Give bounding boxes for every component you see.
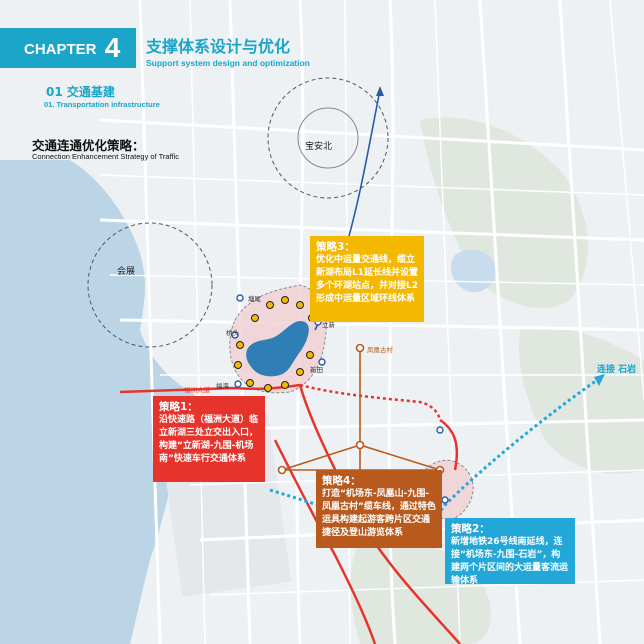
expressway-east [439, 418, 459, 471]
strategy-3-title: 策略3： [316, 241, 355, 253]
metro-stations [231, 294, 449, 504]
page-subtitle: Support system design and optimization [146, 58, 310, 68]
chapter-label: CHAPTER [24, 41, 97, 58]
strategy-heading: 交通连通优化策略： [32, 138, 145, 153]
section-title: 01 交通基建 [46, 85, 115, 99]
strategy-2-title: 策略2： [451, 523, 490, 535]
label-xintian: 新田 [310, 366, 323, 374]
strategy-2-callout: 策略2： 新增地铁26号线南延线，连接“机场东-九围-石岩”，构建两个片区间的大… [445, 518, 575, 586]
expressway-link-dotted [299, 383, 442, 421]
strategy-3-callout: 策略3： 优化中运量交通线，缆立新湖布局L1延长线并设置多个环湖站点，并对接L2… [310, 236, 424, 322]
strategy-4-body: 打造“机场东-凤凰山-九围-凤凰古村”缆车线，通过特色运具构建起游客跨片区交通捷… [322, 489, 436, 538]
strategy-3-body: 优化中运量交通线，缆立新湖布局L1延长线并设置多个环湖站点，并对接L2形成中运量… [316, 255, 418, 304]
label-fenghuang-village: 凤凰古村 [367, 346, 393, 354]
sea-water [0, 160, 195, 644]
strategy-4-callout: 策略4： 打造“机场东-凤凰山-九围-凤凰古村”缆车线，通过特色运具构建起游客跨… [316, 470, 442, 548]
label-tangwei: 塘尾 [248, 295, 261, 303]
baoanbei-hub-ring [297, 107, 359, 169]
label-fuhai: 福海 [216, 382, 229, 390]
page-title: 支撑体系设计与优化 [146, 37, 291, 56]
strategy-heading-en: Connection Enhancement Strategy of Traff… [32, 152, 180, 161]
chapter-badge: CHAPTER 4 [0, 28, 136, 68]
metro-26-arrow [594, 374, 605, 386]
green-area-north [420, 117, 589, 309]
reservoir [450, 249, 496, 293]
label-huizhan: 会展 [117, 267, 136, 277]
strategy-1-title: 策略1： [159, 401, 198, 413]
section-subtitle: 01. Transportation infrastructure [44, 100, 160, 109]
lixin-lake [246, 320, 309, 377]
service-radius-circles [87, 77, 389, 348]
strategy-2-body: 新增地铁26号线南延线，连接“机场东-九围-石岩”，构建两个片区间的大运量客流运… [451, 537, 569, 586]
chapter-number: 4 [104, 32, 121, 63]
l1-ring-stations [234, 296, 316, 392]
strategy-1-body: 沿快速路（福洲大道）临立新湖三处立交出入口，构建“立新湖-九围-机场南”快速车行… [159, 415, 259, 464]
green-area-east [519, 327, 644, 474]
strategy-4-title: 策略4： [322, 475, 361, 487]
label-baoanbei: 宝安北 [305, 142, 333, 152]
label-qiaotou: 桥头 [226, 329, 239, 337]
strategy-1-callout: 策略1： 沿快速路（福洲大道）临立新湖三处立交出入口，构建“立新湖-九围-机场南… [153, 396, 265, 482]
label-lixin: 立新 [322, 321, 335, 329]
label-fuzhou-road: 福洲大道 [184, 386, 210, 394]
label-connect-shiyan: 连接 石岩 [597, 365, 637, 375]
metro-arrow [376, 86, 384, 96]
